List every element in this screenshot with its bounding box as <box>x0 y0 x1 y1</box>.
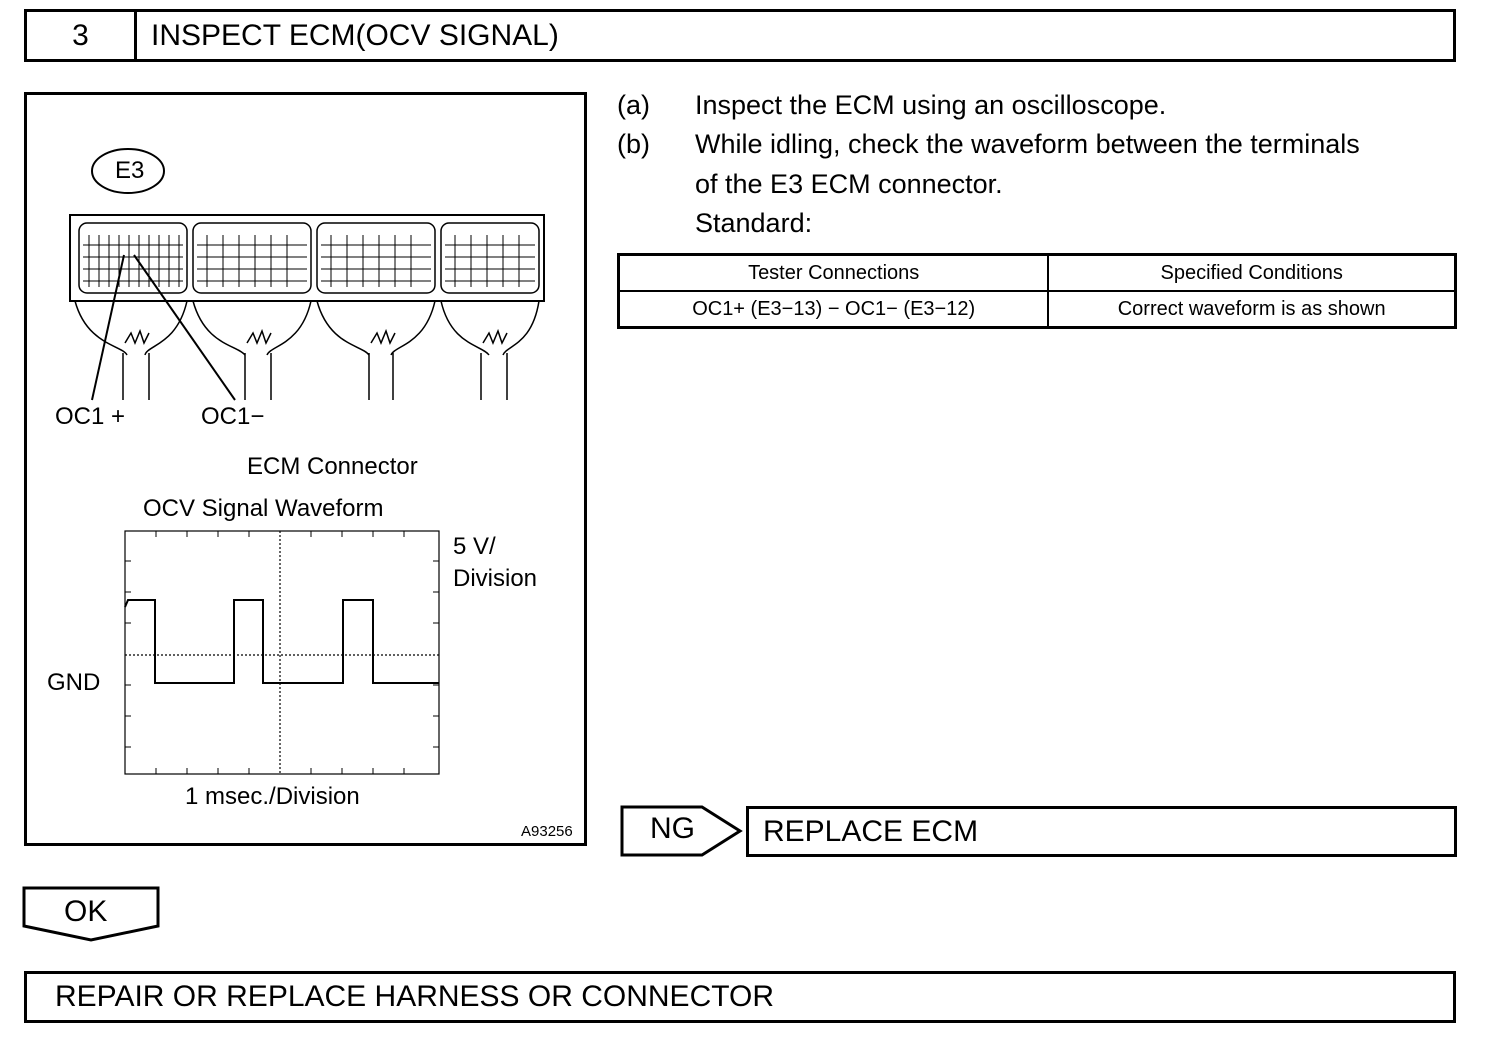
terminal-oc1-minus-label: OC1− <box>201 403 265 430</box>
ok-result-box: REPAIR OR REPLACE HARNESS OR CONNECTOR <box>24 971 1456 1023</box>
instruction-a-letter: (a) <box>617 90 650 120</box>
standard-label: Standard: <box>695 208 813 238</box>
ok-result-text: REPAIR OR REPLACE HARNESS OR CONNECTOR <box>55 980 775 1013</box>
instruction-b-letter: (b) <box>617 129 650 159</box>
instruction-b-text-line1: While idling, check the waveform between… <box>695 129 1360 159</box>
leader-line-oc1-minus <box>133 254 236 401</box>
ocv-waveform-trace <box>124 599 439 684</box>
gnd-label: GND <box>47 669 101 696</box>
table-cell: Correct waveform is as shown <box>1047 290 1457 329</box>
ng-result-box: REPLACE ECM <box>746 806 1457 857</box>
table-cell: OC1+ (E3−13) − OC1− (E3−12) <box>617 290 1050 329</box>
instruction-a-text: Inspect the ECM using an oscilloscope. <box>695 90 1167 120</box>
diagram-figure: E3 OC1 + OC1− ECM Connector OCV Signal W… <box>24 92 587 846</box>
time-division-label: 1 msec./Division <box>185 783 360 810</box>
connector-caption: ECM Connector <box>247 453 418 480</box>
table-header-cell: Specified Conditions <box>1047 253 1457 292</box>
table-header-cell: Tester Connections <box>617 253 1050 292</box>
connector-tag-label: E3 <box>115 157 145 184</box>
volt-division-label-line2: Division <box>453 565 538 592</box>
ng-result-text: REPLACE ECM <box>763 815 979 848</box>
ng-label: NG <box>650 812 695 845</box>
ok-label: OK <box>64 895 108 928</box>
ecm-connector-drawing <box>69 214 545 400</box>
terminal-oc1-plus-label: OC1 + <box>55 403 126 430</box>
instruction-b-text-line2: of the E3 ECM connector. <box>695 169 1003 199</box>
waveform-title: OCV Signal Waveform <box>143 495 384 522</box>
step-title: INSPECT ECM(OCV SIGNAL) <box>151 19 559 52</box>
figure-id: A93256 <box>521 823 573 840</box>
standard-table: Tester Connections Specified Conditions … <box>617 253 1457 329</box>
table-header-row: Tester Connections Specified Conditions <box>617 253 1457 292</box>
connector-and-waveform-drawing <box>69 148 545 775</box>
connector-tag-ellipse <box>91 148 165 194</box>
leader-line-oc1-plus <box>91 254 125 401</box>
volt-division-label-line1: 5 V/ <box>453 533 496 560</box>
step-header: 3 INSPECT ECM(OCV SIGNAL) <box>24 9 1456 62</box>
table-row: OC1+ (E3−13) − OC1− (E3−12) Correct wave… <box>617 290 1457 329</box>
step-number: 3 <box>27 12 137 59</box>
ok-arrow-icon <box>22 886 160 942</box>
oscilloscope-grid <box>124 530 440 775</box>
ng-arrow-icon <box>620 805 743 857</box>
